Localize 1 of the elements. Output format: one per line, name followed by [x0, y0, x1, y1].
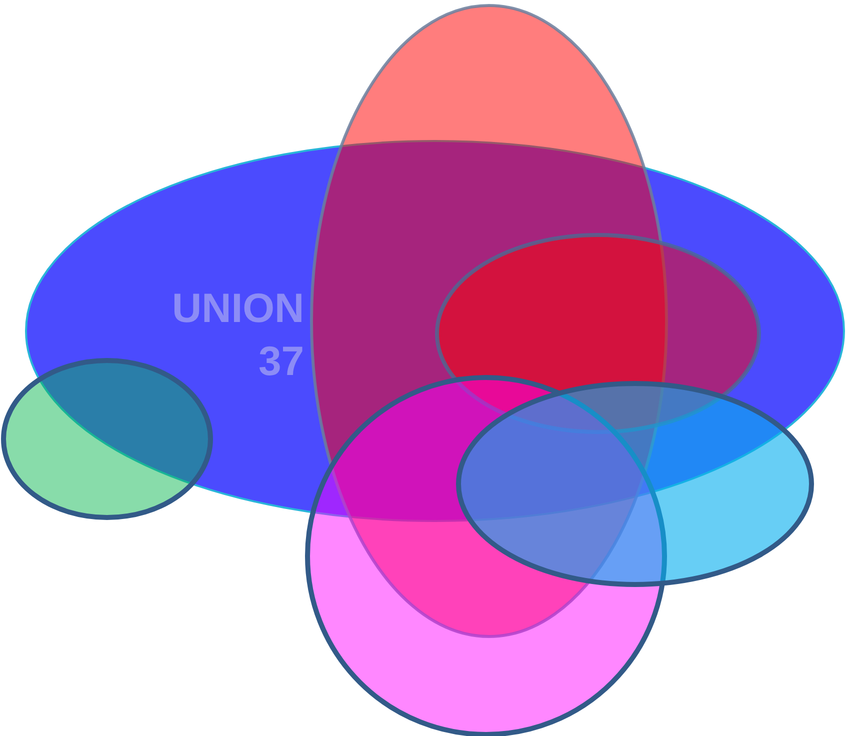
set-label: UNION 37 — [172, 284, 304, 386]
